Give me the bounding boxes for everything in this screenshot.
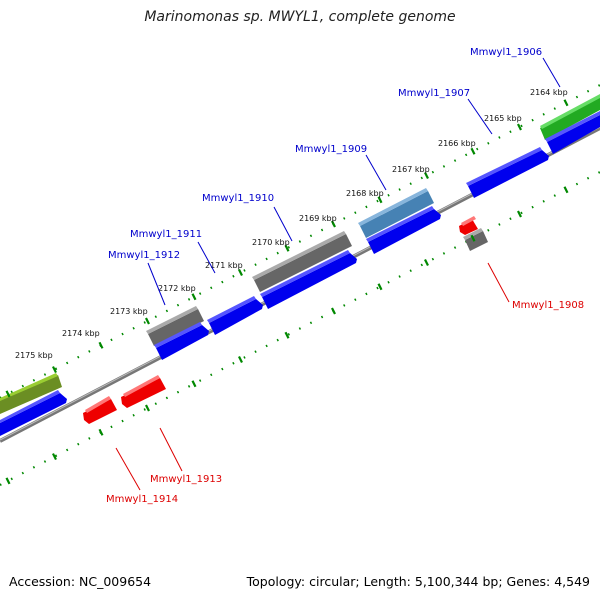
major-tick	[424, 259, 429, 267]
major-tick	[563, 186, 569, 194]
outer-dotted-track	[0, 84, 600, 399]
tick-marks	[5, 99, 569, 485]
map-title: Marinomonas sp. MWYL1, complete genome	[144, 9, 456, 25]
feature-cds-forward-1910	[260, 250, 357, 309]
gene-label-1914: Mmwyl1_1914	[106, 494, 178, 505]
tick-label: 2166 kbp	[438, 139, 476, 148]
feature-cds-reverse-1908	[459, 216, 478, 235]
feature-cog-1908	[463, 228, 488, 251]
accession-text: Accession: NC_009654	[9, 574, 152, 589]
major-tick	[517, 123, 522, 131]
major-tick	[517, 210, 522, 218]
major-tick	[98, 341, 104, 349]
major-tick	[424, 172, 429, 180]
feature-cds-forward-1911	[207, 296, 263, 335]
gene-label-1908: Mmwyl1_1908	[512, 300, 584, 311]
tick-label: 2175 kbp	[15, 351, 53, 360]
feature-cds-forward-1907	[466, 147, 549, 198]
major-tick	[377, 283, 383, 291]
feature-cog-left	[0, 373, 62, 414]
major-tick	[284, 244, 290, 252]
tick-label: 2164 kbp	[530, 88, 568, 97]
gene-label-1907: Mmwyl1_1907	[398, 88, 470, 99]
major-tick	[331, 307, 336, 315]
tick-label: 2165 kbp	[484, 114, 522, 123]
feature-cds-forward-1909	[366, 206, 441, 254]
tick-labels: 2164 kbp 2165 kbp 2166 kbp 2167 kbp 2168…	[15, 88, 568, 360]
feature-cds-forward-1906	[545, 111, 600, 154]
feature-cds-forward-1912	[154, 322, 209, 360]
reverse-leader-lines	[115, 262, 510, 491]
feature-cds-forward-left	[0, 390, 67, 436]
feature-cog-1912	[146, 306, 204, 346]
gene-label-1911: Mmwyl1_1911	[130, 229, 202, 240]
major-tick	[52, 453, 57, 461]
gene-label-1906: Mmwyl1_1906	[470, 47, 542, 58]
major-tick	[470, 234, 476, 242]
major-tick	[191, 293, 197, 301]
major-tick	[5, 390, 11, 398]
feature-cog-1910	[252, 231, 352, 292]
major-tick	[98, 428, 104, 436]
major-tick	[331, 220, 336, 228]
tick-label: 2168 kbp	[346, 189, 384, 198]
major-tick	[191, 380, 197, 388]
tick-label: 2169 kbp	[299, 214, 337, 223]
tick-label: 2170 kbp	[252, 238, 290, 247]
tick-label: 2173 kbp	[110, 307, 148, 316]
feature-cds-reverse-1914	[83, 396, 117, 424]
inner-dotted-track	[0, 171, 600, 486]
feature-cds-reverse-1913	[121, 375, 166, 408]
feature-cog-1906	[540, 94, 600, 140]
major-tick	[52, 366, 57, 374]
major-tick	[145, 404, 150, 412]
major-tick	[5, 477, 11, 485]
gene-label-1909: Mmwyl1_1909	[295, 144, 367, 155]
tick-label: 2174 kbp	[62, 329, 100, 338]
major-tick	[377, 196, 383, 204]
forward-leader-lines	[147, 57, 561, 306]
gene-label-1913: Mmwyl1_1913	[150, 474, 222, 485]
feature-cog-1909	[358, 188, 434, 238]
gene-label-1910: Mmwyl1_1910	[202, 193, 274, 204]
major-tick	[284, 331, 290, 339]
major-tick	[470, 147, 476, 155]
tick-label: 2171 kbp	[205, 261, 243, 270]
genome-summary-text: Topology: circular; Length: 5,100,344 bp…	[246, 574, 590, 589]
gene-label-1912: Mmwyl1_1912	[108, 250, 180, 261]
tick-label: 2172 kbp	[158, 284, 196, 293]
major-tick	[563, 99, 569, 107]
major-tick	[238, 356, 243, 364]
tick-label: 2167 kbp	[392, 165, 430, 174]
major-tick	[238, 269, 243, 277]
major-tick	[145, 317, 150, 325]
